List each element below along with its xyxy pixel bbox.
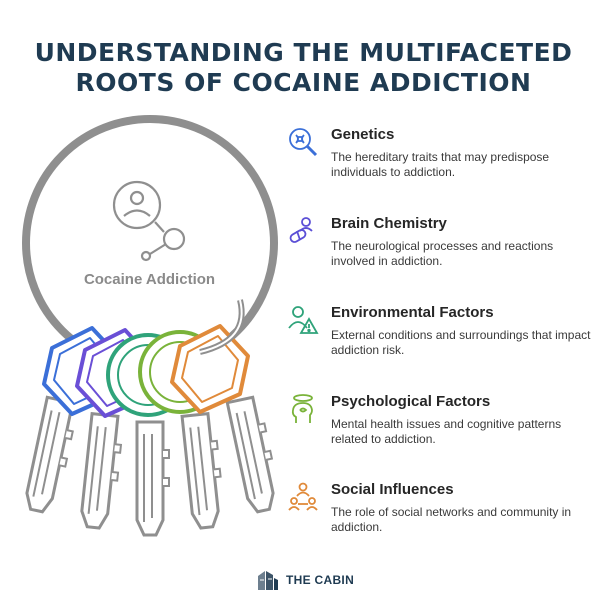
key-blades: [25, 395, 275, 537]
factor-description: The hereditary traits that may predispos…: [331, 150, 550, 179]
factor-description: The neurological processes and reactions…: [331, 239, 554, 268]
factor-description: External conditions and surroundings tha…: [331, 328, 591, 357]
factor-description: Mental health issues and cognitive patte…: [331, 417, 562, 446]
factor-name: Social Influences: [331, 481, 454, 498]
brand-name: THE CABIN: [286, 573, 355, 587]
key-blade: [135, 420, 170, 537]
factor-name: Environmental Factors: [331, 304, 494, 321]
brand-logo: THE CABIN: [256, 566, 354, 594]
title-line-2: ROOTS OF COCAINE ADDICTION: [75, 68, 532, 97]
key-blade: [180, 411, 222, 530]
person-warning-icon: [287, 304, 319, 336]
key-blade: [225, 395, 275, 514]
page-title: UNDERSTANDING THE MULTIFACETED ROOTS OF …: [0, 38, 607, 98]
person-connection-icon: [112, 180, 186, 262]
factor-name: Psychological Factors: [331, 393, 491, 410]
key-heads: [42, 324, 250, 418]
dna-magnifier-icon: [287, 126, 319, 158]
center-label: Cocaine Addiction: [83, 271, 216, 288]
people-network-icon: [287, 481, 319, 513]
pill-person-icon: [287, 215, 319, 247]
key-blade: [80, 411, 123, 530]
factor-description: The role of social networks and communit…: [331, 505, 572, 534]
key-head: [170, 324, 250, 414]
head-thought-icon: [287, 393, 319, 425]
cabin-logo-icon: [258, 571, 278, 590]
factor-name: Brain Chemistry: [331, 215, 447, 232]
factor-name: Genetics: [331, 126, 395, 143]
title-line-1: UNDERSTANDING THE MULTIFACETED: [34, 38, 573, 67]
